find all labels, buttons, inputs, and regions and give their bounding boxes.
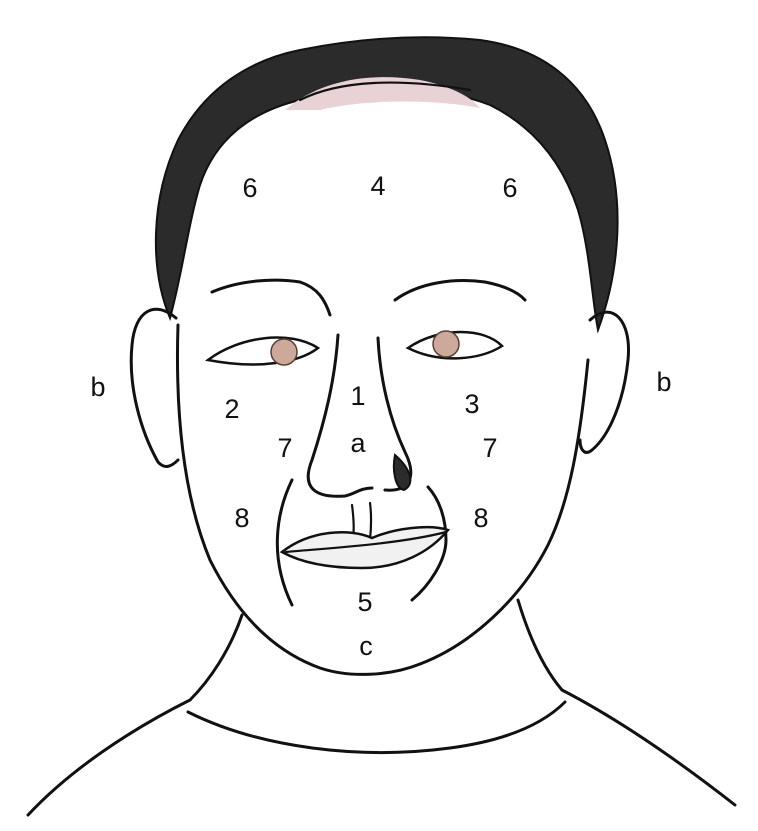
left-smile-line — [277, 480, 292, 605]
label-jaw-right: 8 — [473, 503, 488, 533]
left-eyebrow — [212, 280, 330, 315]
label-chin-bottom: c — [359, 631, 373, 661]
mouth — [282, 527, 448, 568]
label-nose-bridge: 1 — [350, 381, 365, 411]
label-cheek-right: 7 — [482, 433, 497, 463]
left-ear — [131, 309, 178, 466]
label-under-eye-left: 2 — [224, 394, 239, 424]
label-nose-tip: a — [350, 428, 366, 458]
label-cheek-left: 7 — [277, 433, 292, 463]
label-ear-left: b — [90, 372, 105, 402]
right-ear — [580, 312, 629, 452]
neck-left — [190, 615, 242, 700]
right-shoulder — [562, 690, 735, 805]
label-forehead-center: 4 — [370, 171, 385, 201]
collar — [188, 702, 565, 753]
label-forehead-right: 6 — [502, 173, 517, 203]
right-eye — [408, 331, 502, 358]
left-eye — [208, 338, 318, 365]
nose-left-side — [308, 335, 372, 496]
label-ear-right: b — [656, 367, 671, 397]
label-under-eye-right: 3 — [464, 389, 479, 419]
right-eyebrow — [395, 281, 525, 300]
neck-right — [518, 600, 562, 690]
label-chin: 5 — [357, 587, 372, 617]
left-shoulder — [28, 700, 190, 815]
label-jaw-left: 8 — [234, 503, 249, 533]
label-forehead-left: 6 — [242, 173, 257, 203]
